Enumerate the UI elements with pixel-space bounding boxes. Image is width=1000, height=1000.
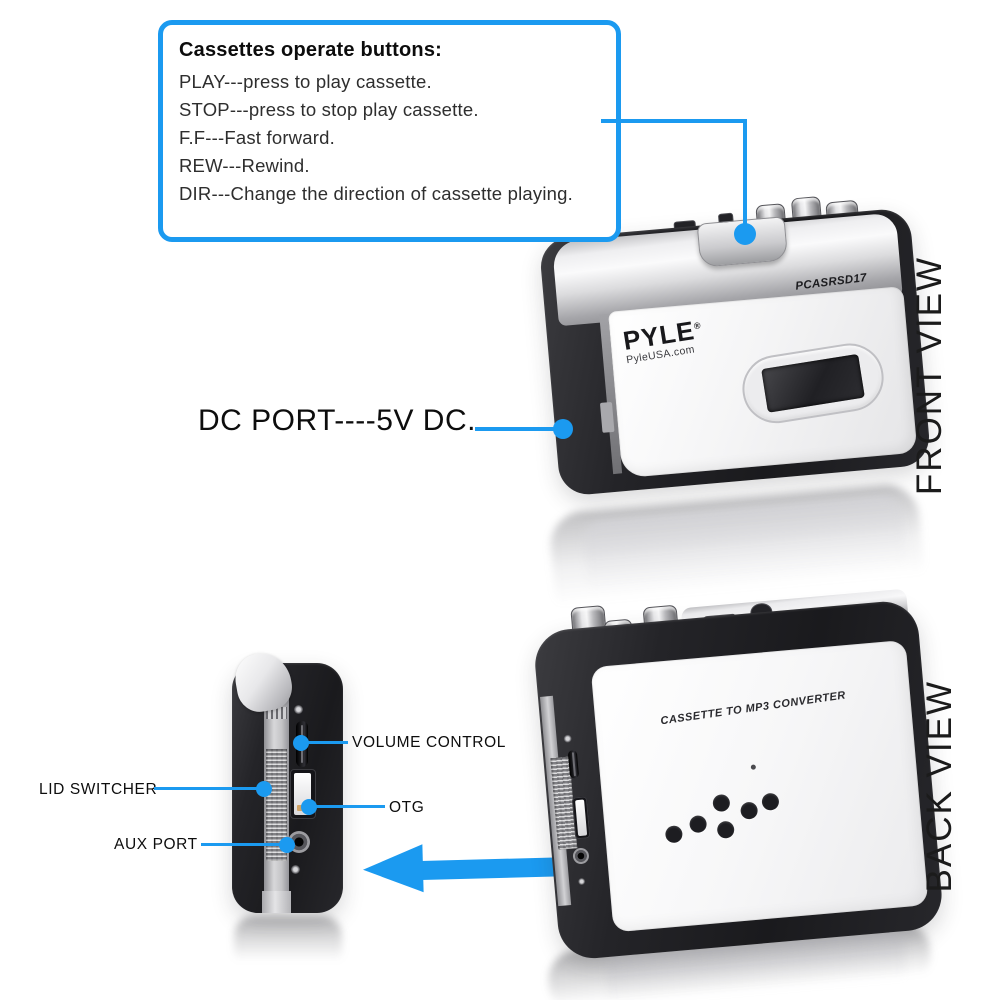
registered-mark-icon: ®: [693, 320, 703, 332]
cassette-window: [761, 353, 865, 413]
side-device-reflection: [234, 916, 342, 972]
aux-port-label: AUX PORT: [114, 836, 198, 853]
volume-control-lead-line: [308, 741, 348, 744]
callout-connector-horizontal: [601, 119, 747, 123]
lid-switcher-ridges: [266, 749, 287, 861]
callout-title: Cassettes operate buttons:: [179, 39, 443, 61]
side-device: [230, 648, 345, 930]
callout-box: Cassettes operate buttons: PLAY---press …: [158, 20, 621, 242]
front-dc-port: [599, 401, 615, 433]
callout-line-stop: STOP---press to stop play cassette.: [179, 99, 479, 120]
callout-line-play: PLAY---press to play cassette.: [179, 71, 432, 92]
dc-port-pointer-dot: [553, 419, 573, 439]
arrow-left-shaft: [420, 857, 574, 880]
callout-connector-vertical: [743, 119, 747, 229]
callout-line-dir: DIR---Change the direction of cassette p…: [179, 183, 573, 204]
dc-port-label: DC PORT----5V DC.: [198, 404, 476, 437]
callout-line-ff: F.F---Fast forward.: [179, 127, 335, 148]
volume-control-pointer-dot: [293, 735, 309, 751]
side-screw-top: [294, 705, 303, 714]
callout-line-rew: REW---Rewind.: [179, 155, 310, 176]
volume-control-label: VOLUME CONTROL: [352, 734, 506, 751]
back-face-panel: [590, 639, 929, 933]
side-bottom-silver: [262, 891, 291, 913]
dc-port-lead-line: [475, 427, 555, 431]
front-device: PYLE® PyleUSA.com PCASRSD17: [538, 196, 932, 497]
back-view-label: BACK VIEW: [920, 680, 959, 893]
lid-switcher-label: LID SWITCHER: [39, 781, 158, 798]
callout-pointer-dot: [734, 223, 756, 245]
lid-switcher-lead-line: [154, 787, 260, 790]
back-device: CASSETTE TO MP3 CONVERTER: [530, 576, 945, 963]
back-edge-usb-tongue: [575, 799, 588, 837]
lid-switcher-pointer-dot: [256, 781, 272, 797]
otg-pointer-dot: [301, 799, 317, 815]
otg-lead-line: [315, 805, 385, 808]
front-view-label: FRONT VIEW: [910, 256, 949, 496]
aux-port-lead-line: [201, 843, 281, 846]
side-screw-bottom: [291, 865, 300, 874]
aux-port-pointer-dot: [279, 837, 295, 853]
otg-label: OTG: [389, 799, 425, 816]
arrow-left-icon: [362, 844, 424, 894]
